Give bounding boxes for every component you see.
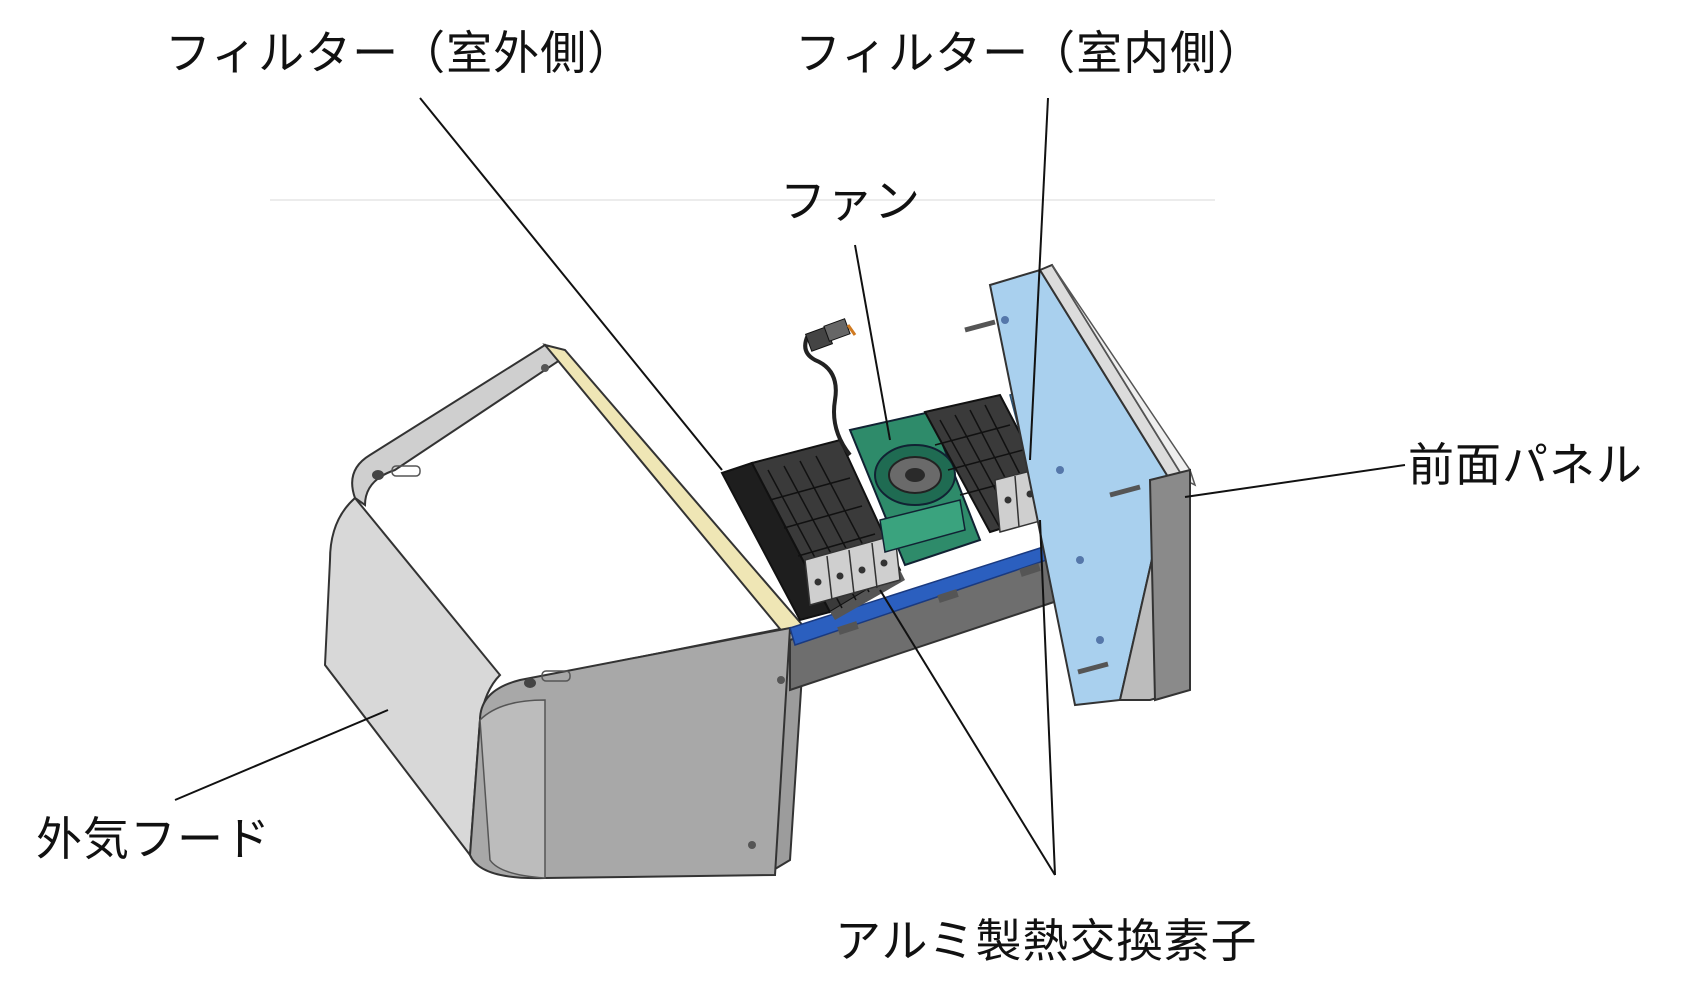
leader-filter-outdoor xyxy=(419,97,723,471)
label-filter-indoor: フィルター（室内側） xyxy=(795,26,1265,80)
leader-exchanger-b xyxy=(1039,519,1056,876)
leader-outdoor-hood xyxy=(174,709,389,801)
label-front-panel: 前面パネル xyxy=(1408,438,1643,492)
heat-exchanger-outdoor xyxy=(720,438,905,622)
outdoor-hood xyxy=(323,343,807,880)
label-heat-exchanger: アルミ製熱交換素子 xyxy=(835,914,1258,968)
leader-filter-indoor xyxy=(1029,97,1049,461)
leader-exchanger-a xyxy=(879,589,1056,876)
front-panel xyxy=(964,263,1197,707)
leader-lines xyxy=(174,97,1406,876)
label-outdoor-hood: 外気フード xyxy=(36,812,271,866)
label-fan: ファン xyxy=(780,174,921,228)
leader-front-panel xyxy=(1184,464,1406,498)
leader-fan xyxy=(854,244,891,441)
label-filter-outdoor: フィルター（室外側） xyxy=(165,26,635,80)
fan-assembly xyxy=(803,318,982,567)
